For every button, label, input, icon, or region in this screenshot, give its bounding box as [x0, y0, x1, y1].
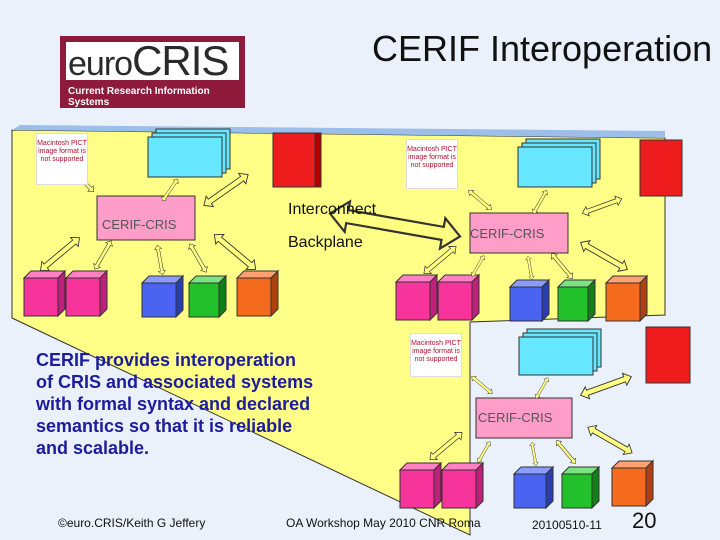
footer-date-code: 20100510-11 [532, 518, 602, 532]
cris-box-bottom [475, 397, 573, 439]
cube-orange-left [235, 269, 280, 318]
cube-blue-bottom [512, 465, 555, 510]
pict-placeholder-bottom: Macintosh PICT image format is not suppo… [410, 333, 462, 377]
logo-wordmark: euroCRIS [66, 40, 239, 83]
description-text: CERIF provides interoperation of CRIS an… [36, 350, 314, 458]
server-red-left [272, 132, 316, 188]
cube-pink-bottom-2 [440, 461, 485, 510]
footer-event: OA Workshop May 2010 CNR Roma [286, 516, 481, 530]
cube-pink-left-1 [22, 269, 67, 318]
slide-title: CERIF Interoperation [372, 28, 713, 69]
logo-prefix: euro [68, 45, 133, 83]
cluster-left [22, 128, 322, 319]
arrow-bottom-pict [469, 373, 495, 397]
backplane-label: Backplane [288, 234, 363, 251]
server-stack-cyan-bottom [518, 328, 602, 376]
arrow-bottom-cube2 [475, 440, 493, 464]
server-red-bottom [645, 326, 691, 384]
backplane-edge [12, 125, 665, 138]
cube-orange-bottom [610, 459, 655, 508]
page-number: 20 [632, 508, 657, 533]
server-stack-cyan-right [517, 138, 601, 188]
arrow-bottom-cube4 [553, 438, 579, 466]
server-red-right [639, 139, 683, 197]
cris-label-bottom: CERIF-CRIS [478, 410, 553, 425]
interconnect-label: Interconnect [288, 201, 377, 218]
cris-box-left [96, 195, 196, 241]
cube-green-bottom [560, 465, 601, 510]
arrow-bottom-cube3 [528, 441, 540, 467]
cube-blue-left [140, 274, 185, 319]
arrow-bottom-cyan [533, 376, 551, 400]
pict-placeholder-right: Macintosh PICT image format is not suppo… [406, 139, 458, 189]
cube-blue-right [508, 278, 551, 323]
eurocris-logo: euroCRIS Current Research Information Sy… [60, 36, 245, 108]
server-stack-cyan-left [147, 128, 231, 178]
cube-pink-bottom-1 [398, 461, 443, 510]
cris-box-right [469, 212, 569, 254]
server-red-left-side [314, 132, 322, 188]
arrow-bottom-cube5 [584, 421, 636, 459]
cube-pink-right-1 [394, 273, 439, 322]
pict-placeholder-left: Macintosh PICT image format is not suppo… [36, 133, 88, 185]
cube-green-left [187, 274, 228, 319]
cube-pink-right-2 [436, 273, 481, 322]
cluster-right [326, 138, 683, 323]
logo-tagline: Current Research Information Systems [68, 86, 210, 108]
cluster-bottom [398, 326, 691, 510]
cube-orange-right [604, 274, 649, 323]
cube-pink-left-2 [64, 269, 109, 318]
logo-main-text: CRIS [132, 37, 229, 84]
cris-label-left: CERIF-CRIS [102, 217, 177, 232]
footer-copyright: ©euro.CRIS/Keith G Jeffery [58, 516, 206, 530]
cube-green-right [556, 278, 597, 323]
cris-label-right: CERIF-CRIS [470, 226, 545, 241]
